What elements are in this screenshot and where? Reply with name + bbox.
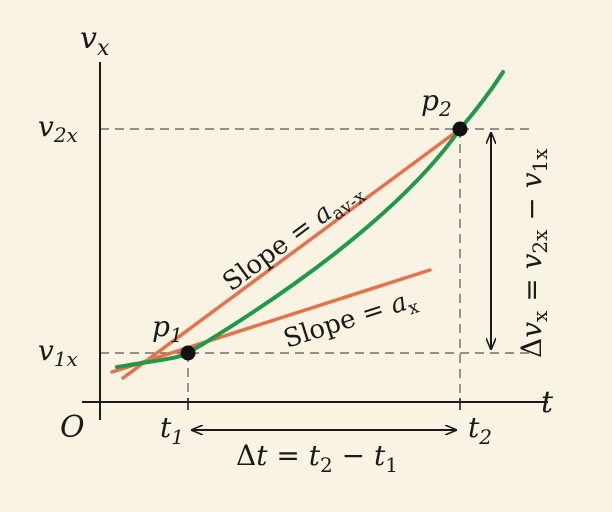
delta-v-label: Δvx = v2x − v1x (515, 148, 552, 358)
p2-label: p2 (421, 84, 452, 121)
p1-label: p1 (152, 310, 183, 347)
point-p2 (452, 121, 468, 137)
origin-label: O (60, 410, 85, 445)
velocity-curve (115, 70, 505, 369)
v1x-label: v1x (38, 334, 78, 371)
delta-t-label: Δt = t2 − t1 (236, 439, 398, 477)
y-axis-label: vx (80, 21, 110, 61)
t1-label: t1 (160, 411, 184, 449)
t2-label: t2 (468, 411, 492, 449)
secant-line (121, 127, 462, 380)
tangent-line (110, 268, 432, 374)
x-axis-label: t (541, 385, 554, 420)
point-p1 (180, 345, 196, 361)
v2x-label: v2x (38, 110, 78, 147)
